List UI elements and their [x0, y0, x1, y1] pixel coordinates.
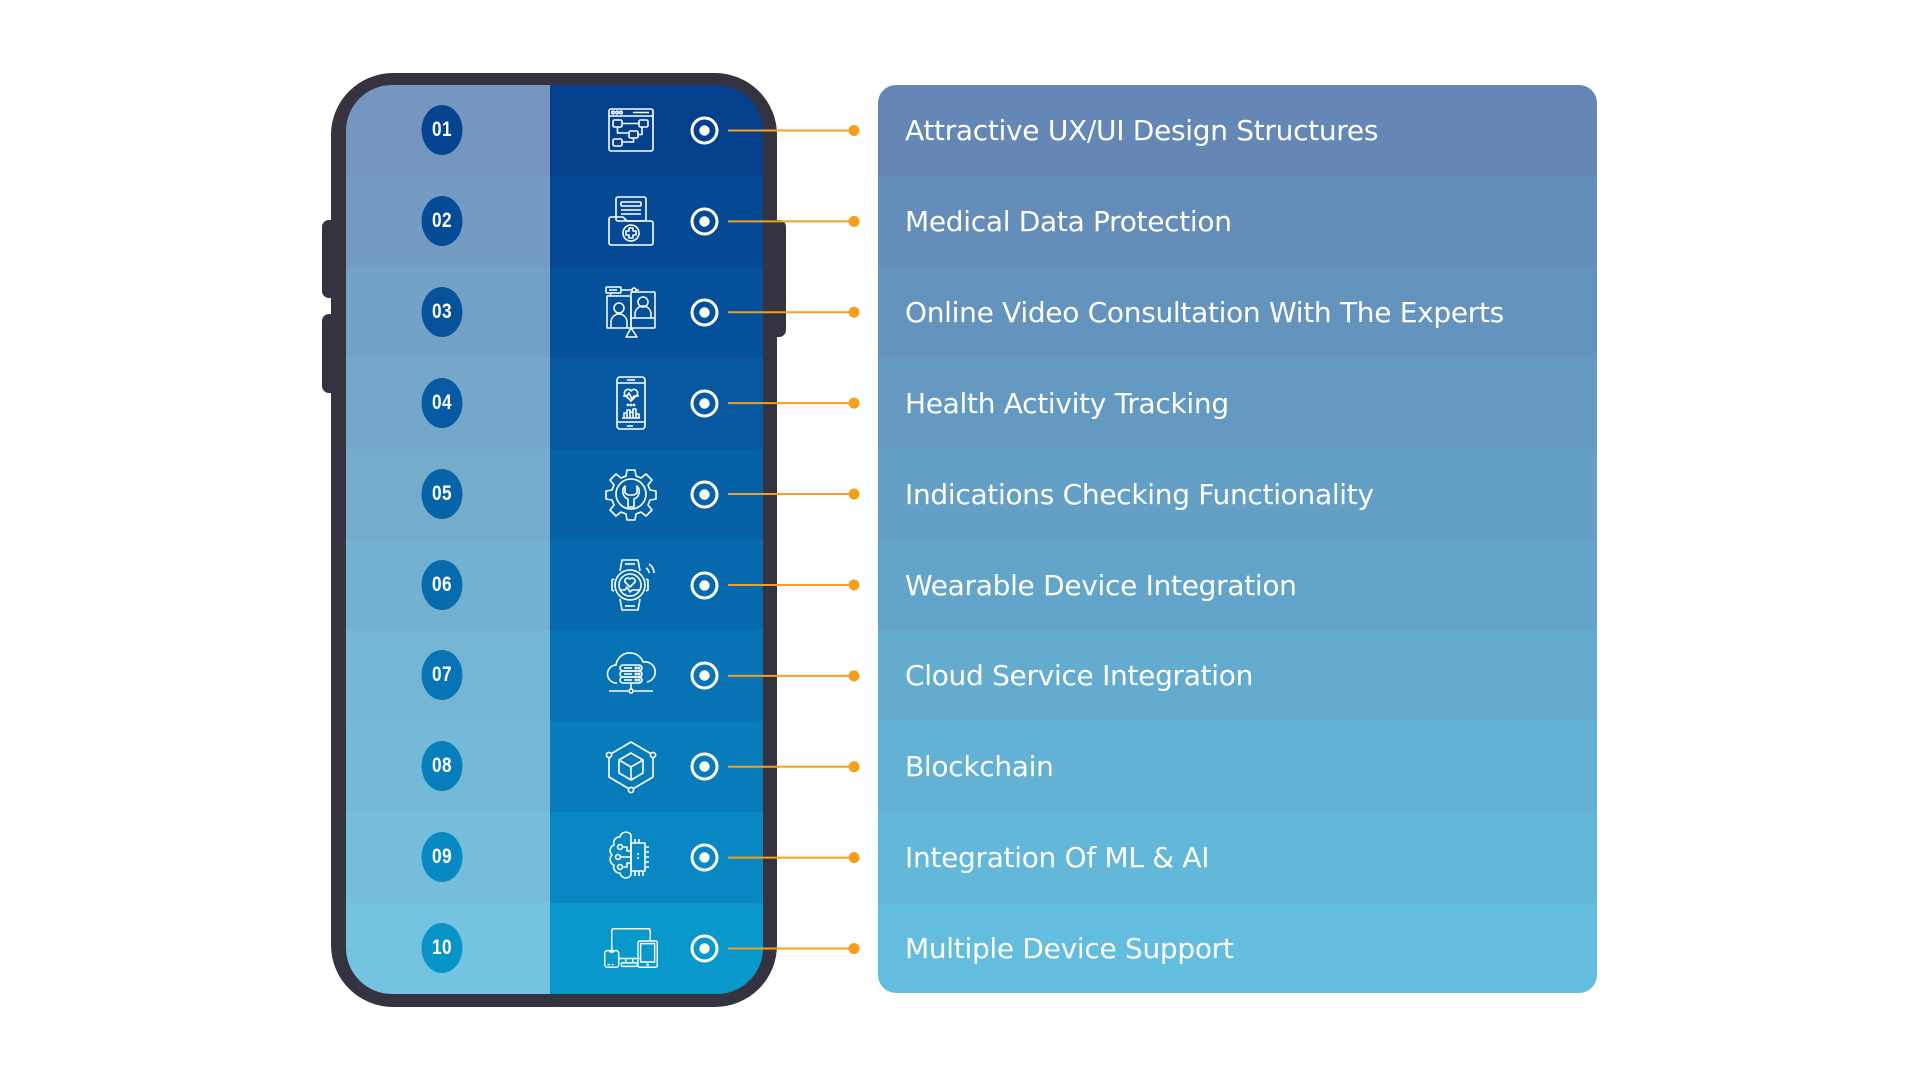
feature-list-item-07: Cloud Service Integration: [878, 630, 1597, 722]
phone-row-08: 08: [346, 721, 763, 813]
step-number-badge: 06: [421, 559, 463, 610]
feature-label: Attractive UX/UI Design Structures: [905, 114, 1379, 147]
target-node-icon: [690, 752, 719, 781]
feature-list-panel: Attractive UX/UI Design Structures Medic…: [878, 85, 1597, 993]
feature-list-item-06: Wearable Device Integration: [878, 539, 1597, 631]
step-number-badge: 09: [421, 832, 463, 883]
phone-row-01: 01: [346, 85, 763, 176]
target-node-icon: [690, 207, 719, 236]
phone-screen: 01 02 03: [346, 85, 763, 994]
number-cell: 10: [346, 903, 550, 994]
feature-list-item-02: Medical Data Protection: [878, 175, 1597, 267]
health-tracking-phone-icon: [603, 375, 659, 431]
icon-cell: [550, 85, 763, 176]
feature-list-item-01: Attractive UX/UI Design Structures: [878, 85, 1597, 176]
step-number-badge: 08: [421, 741, 463, 792]
feature-list-item-10: Multiple Device Support: [878, 903, 1597, 993]
feature-list-item-03: Online Video Consultation With The Exper…: [878, 266, 1597, 358]
number-cell: 01: [346, 85, 550, 176]
phone-row-06: 06: [346, 539, 763, 631]
ai-brain-chip-icon: [603, 829, 659, 885]
number-cell: 05: [346, 448, 550, 540]
target-node-icon: [690, 934, 719, 963]
icon-cell: [550, 539, 763, 631]
phone-row-04: 04: [346, 357, 763, 449]
step-number-badge: 07: [421, 650, 463, 701]
icon-cell: [550, 630, 763, 722]
target-node-icon: [690, 389, 719, 418]
medical-folder-icon: [603, 193, 659, 249]
connector-dot-icon: [848, 488, 860, 500]
icon-cell: [550, 448, 763, 540]
step-number-badge: 01: [421, 105, 463, 155]
feature-list-item-09: Integration Of ML & AI: [878, 812, 1597, 904]
phone-row-07: 07: [346, 630, 763, 722]
target-node-icon: [690, 571, 719, 600]
feature-label: Health Activity Tracking: [905, 386, 1229, 420]
number-cell: 06: [346, 539, 550, 631]
gear-wrench-icon: [603, 466, 659, 522]
feature-label: Multiple Device Support: [905, 932, 1234, 966]
step-number-badge: 04: [421, 377, 463, 428]
phone-row-10: 10: [346, 903, 763, 994]
connector-dot-icon: [848, 943, 860, 955]
step-number-badge: 10: [421, 923, 463, 974]
icon-cell: [550, 903, 763, 994]
feature-label: Cloud Service Integration: [905, 659, 1254, 693]
connector-dot-icon: [848, 397, 860, 409]
feature-label: Blockchain: [905, 750, 1054, 784]
feature-list-item-08: Blockchain: [878, 721, 1597, 813]
feature-label: Wearable Device Integration: [905, 568, 1297, 602]
phone-row-02: 02: [346, 175, 763, 267]
phone-frame: 01 02 03: [331, 73, 777, 1007]
connector-dot-icon: [848, 852, 860, 864]
step-number-badge: 05: [421, 468, 463, 519]
cloud-server-icon: [603, 647, 659, 703]
number-cell: 02: [346, 175, 550, 267]
target-node-icon: [690, 661, 719, 690]
step-number-badge: 02: [421, 195, 463, 246]
target-node-icon: [690, 843, 719, 872]
target-node-icon: [690, 298, 719, 327]
connector-dot-icon: [848, 215, 860, 227]
step-number-badge: 03: [421, 286, 463, 337]
connector-dot-icon: [848, 124, 860, 136]
phone-row-05: 05: [346, 448, 763, 540]
blockchain-cube-icon: [603, 738, 659, 794]
icon-cell: [550, 721, 763, 813]
number-cell: 07: [346, 630, 550, 722]
target-node-icon: [690, 116, 719, 145]
number-cell: 03: [346, 266, 550, 358]
smartwatch-icon: [603, 557, 659, 613]
feature-list-item-05: Indications Checking Functionality: [878, 448, 1597, 540]
multiple-devices-icon: [603, 920, 659, 976]
flowchart-browser-icon: [603, 102, 659, 158]
connector-dot-icon: [848, 670, 860, 682]
icon-cell: [550, 812, 763, 904]
video-consultation-icon: [603, 284, 659, 340]
connector-dot-icon: [848, 761, 860, 773]
feature-label: Integration Of ML & AI: [905, 841, 1210, 875]
feature-label: Medical Data Protection: [905, 204, 1232, 238]
icon-cell: [550, 357, 763, 449]
feature-label: Indications Checking Functionality: [905, 477, 1374, 511]
number-cell: 09: [346, 812, 550, 904]
connector-dot-icon: [848, 579, 860, 591]
icon-cell: [550, 266, 763, 358]
target-node-icon: [690, 480, 719, 509]
connector-dot-icon: [848, 306, 860, 318]
phone-row-03: 03: [346, 266, 763, 358]
phone-row-09: 09: [346, 812, 763, 904]
icon-cell: [550, 175, 763, 267]
number-cell: 04: [346, 357, 550, 449]
feature-label: Online Video Consultation With The Exper…: [905, 295, 1504, 329]
number-cell: 08: [346, 721, 550, 813]
feature-list-item-04: Health Activity Tracking: [878, 357, 1597, 449]
